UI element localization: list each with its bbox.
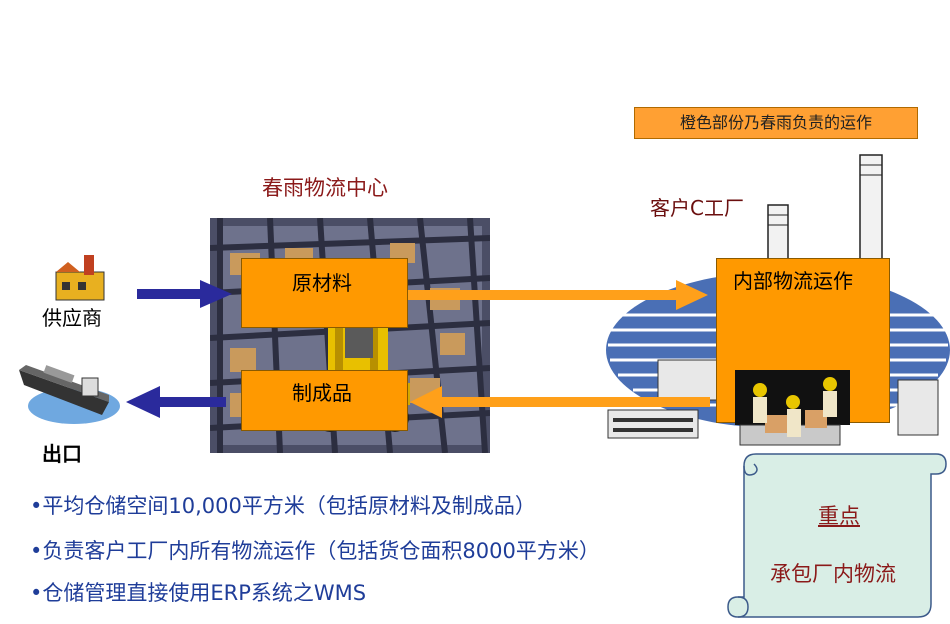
raw-material-box: 原材料 bbox=[241, 258, 408, 328]
workers-illustration bbox=[735, 370, 850, 446]
bullet-2: •负责客户工厂内所有物流运作（包括货仓面积8000平方米） bbox=[30, 539, 600, 563]
raw-to-customer-arrow bbox=[408, 280, 708, 310]
finished-goods-label: 制成品 bbox=[292, 381, 352, 405]
logistics-center-title: 春雨物流中心 bbox=[262, 176, 388, 200]
bullet-3: •仓储管理直接使用ERP系统之WMS bbox=[30, 581, 367, 605]
supplier-label: 供应商 bbox=[42, 306, 102, 330]
export-label: 出口 bbox=[42, 442, 82, 466]
supplier-inbound-arrow bbox=[137, 280, 232, 308]
internal-logistics-label: 内部物流运作 bbox=[733, 269, 853, 293]
raw-material-label: 原材料 bbox=[292, 271, 352, 295]
export-outbound-arrow bbox=[126, 386, 226, 418]
ship-icon bbox=[19, 365, 120, 424]
scroll-heading: 重点 bbox=[818, 504, 860, 528]
factory-icon bbox=[55, 255, 105, 301]
bullet-1: •平均仓储空间10,000平方米（包括原材料及制成品） bbox=[30, 494, 536, 518]
legend-box: 橙色部份乃春雨负责的运作 bbox=[634, 107, 918, 139]
customer-to-finished-arrow bbox=[410, 386, 710, 418]
scroll-text: 承包厂内物流 bbox=[770, 562, 896, 586]
customer-factory-title: 客户C工厂 bbox=[650, 196, 744, 220]
finished-goods-box: 制成品 bbox=[241, 370, 408, 431]
scroll-shape bbox=[727, 453, 947, 618]
